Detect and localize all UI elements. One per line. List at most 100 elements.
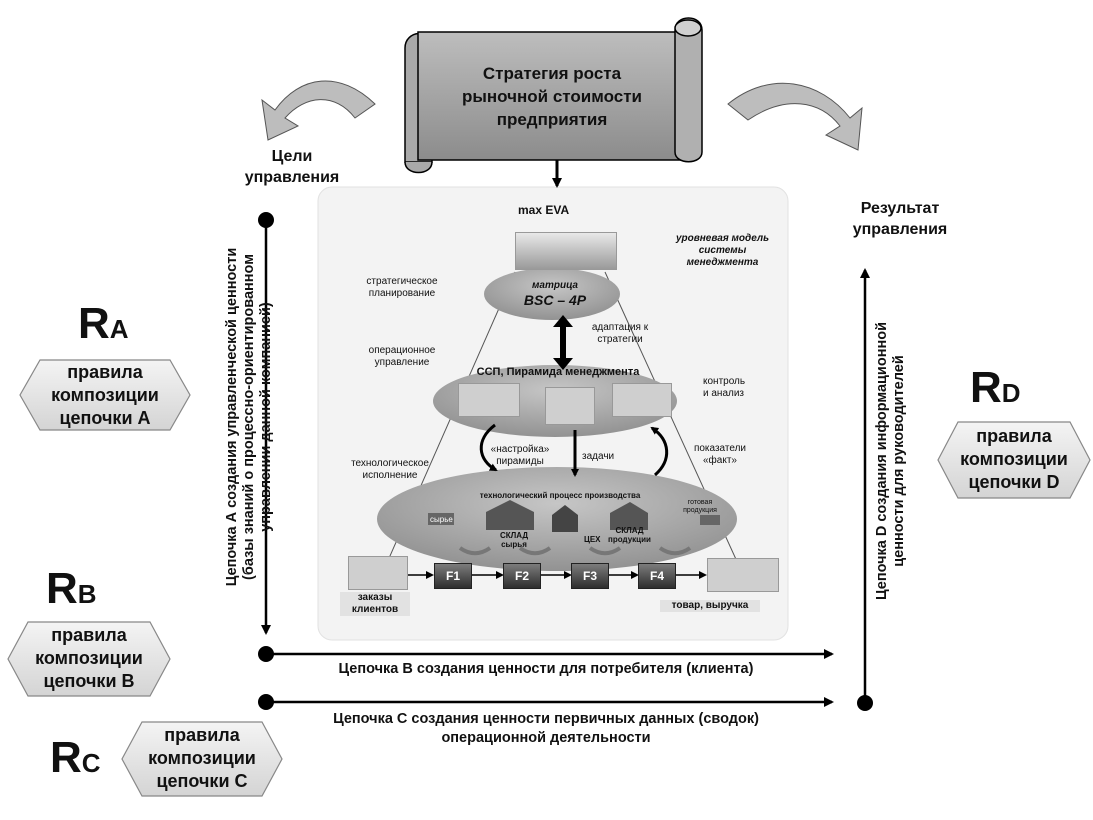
indicators-label: показатели «факт»	[680, 443, 760, 467]
rule-c-line-3: цепочки С	[156, 771, 248, 791]
rule-a-label: RA	[78, 302, 129, 351]
operational-line-2: управление	[374, 357, 430, 368]
control-line-1: контроль	[703, 376, 746, 387]
executives-photo	[515, 232, 617, 270]
rule-c-text: правила композиции цепочки С	[127, 724, 277, 793]
ssp-photo-3	[612, 383, 672, 417]
control-line-2: и анализ	[703, 388, 745, 399]
model-note-line-2: системы	[698, 245, 747, 256]
strategy-scroll-shape	[404, 17, 703, 174]
rule-d-label: RD	[970, 366, 1021, 415]
orders-label: заказы клиентов	[340, 592, 410, 616]
rule-b-line-1: правила	[51, 625, 127, 645]
warehouse-raw-line-2: сырья	[501, 540, 527, 549]
hexagon-d	[937, 421, 1091, 499]
f3-box: F3	[571, 563, 609, 589]
chain-c-line-2: операционной деятельности	[441, 730, 651, 746]
tasks-label: задачи	[582, 451, 615, 462]
rule-a-line-2: композиции	[51, 385, 159, 405]
ssp-photo-2	[545, 387, 595, 425]
operational-line-1: операционное	[368, 345, 436, 356]
matrix-line-2: BSC – 4P	[523, 292, 587, 308]
finished-label: готовая продукция	[680, 499, 720, 515]
goals-line-1: Цели	[271, 148, 313, 165]
strategy-title: Стратегия роста рыночной стоимости предп…	[432, 62, 672, 131]
f4-box: F4	[638, 563, 676, 589]
rule-d-sub: D	[1001, 378, 1021, 408]
strategy-line-1: Стратегия роста	[482, 64, 622, 83]
rule-a-sub: A	[109, 314, 129, 344]
chain-d-line-2: ценности для руководителей	[891, 355, 907, 567]
rule-b-sub: B	[77, 579, 97, 609]
strategic-line-1: стратегическое	[366, 276, 438, 287]
indicators-line-2: «факт»	[703, 455, 737, 466]
model-note: уровневая модель системы менеджмента	[660, 233, 785, 269]
chain-a-line-3: управлении данной компанией)	[258, 302, 274, 532]
goods-label: товар, выручка	[660, 600, 760, 612]
hexagon-b	[7, 621, 171, 697]
tuning-line-2: пирамиды	[496, 456, 544, 467]
rule-b-line-2: композиции	[35, 648, 143, 668]
hexagon-a	[19, 359, 191, 431]
rule-a-line-1: правила	[67, 362, 143, 382]
model-note-line-3: менеджмента	[686, 257, 759, 268]
goals-line-2: управления	[244, 169, 340, 186]
technological-line-2: исполнение	[362, 470, 418, 481]
strategy-line-2: рыночной стоимости	[462, 87, 642, 106]
rule-c-sub: C	[81, 748, 101, 778]
chain-a-line-1: Цепочка А создания управленческой ценнос…	[224, 247, 240, 587]
goals-curved-arrow	[261, 80, 376, 141]
chain-b-label: Цепочка В создания ценности для потребит…	[338, 661, 754, 677]
rule-a-letter: R	[78, 299, 110, 348]
model-note-line-1: уровневая модель	[675, 233, 770, 244]
rule-d-line-1: правила	[976, 426, 1052, 446]
orders-line-2: клиентов	[351, 604, 399, 615]
rule-c-line-2: композиции	[148, 748, 256, 768]
goods-photo	[707, 558, 779, 592]
rule-b-text: правила композиции цепочки В	[14, 624, 164, 693]
warehouse-prod-line-2: продукции	[608, 535, 651, 544]
shop-label: ЦЕХ	[584, 535, 601, 544]
rule-c-line-1: правила	[164, 725, 240, 745]
tech-process-label: технологический процесс производства	[479, 491, 641, 500]
warehouse-prod-label: СКЛАД продукции	[607, 526, 652, 544]
result-label: Результат управления	[840, 198, 960, 240]
matrix-line-1: матрица	[532, 280, 578, 291]
orders-line-1: заказы	[357, 592, 393, 603]
rule-a-text: правила композиции цепочки А	[30, 361, 180, 430]
tuning-label: «настройка» пирамиды	[480, 444, 560, 468]
strategic-line-2: планирование	[368, 288, 436, 299]
result-curved-arrow	[727, 82, 863, 151]
adaptation-label: адаптация к стратегии	[575, 322, 665, 346]
control-label: контроль и анализ	[703, 376, 773, 400]
warehouse-prod-line-1: СКЛАД	[615, 526, 644, 535]
chain-d-label: Цепочка D создания информационной ценнос…	[874, 271, 910, 651]
f2-box: F2	[503, 563, 541, 589]
technological-line-1: технологическое	[351, 458, 429, 469]
adaptation-line-2: стратегии	[597, 334, 643, 345]
tuning-line-1: «настройка»	[490, 444, 550, 455]
raw-label: сырье	[430, 515, 453, 524]
rule-d-line-2: композиции	[960, 449, 1068, 469]
hexagon-c	[121, 721, 283, 797]
warehouse-raw-line-1: СКЛАД	[499, 531, 529, 540]
chain-a-line-2: (базы знаний о процессно-ориентированном	[241, 254, 257, 580]
warehouse-raw-label: СКЛАД сырья	[494, 531, 534, 549]
clients-photo	[348, 556, 408, 590]
chain-d-line-1: Цепочка D создания информационной	[874, 322, 890, 600]
technological-label: технологическое исполнение	[340, 458, 440, 482]
rule-d-text: правила композиции цепочки D	[939, 425, 1089, 494]
rule-c-label: RC	[50, 736, 101, 785]
rule-b-line-3: цепочки В	[43, 671, 135, 691]
rule-c-letter: R	[50, 733, 82, 782]
finished-line-1: готовая	[687, 499, 713, 506]
chain-c-label: Цепочка С создания ценности первичных да…	[276, 710, 816, 748]
chain-c-line-1: Цепочка С создания ценности первичных да…	[333, 711, 759, 727]
rule-a-line-3: цепочки А	[59, 408, 151, 428]
strategy-line-3: предприятия	[496, 110, 608, 129]
ssp-label: ССП, Пирамида менеджмента	[476, 366, 640, 378]
strategic-label: стратегическое планирование	[352, 276, 452, 300]
result-line-2: управления	[852, 221, 948, 238]
max-eva-label: max EVA	[518, 203, 570, 217]
goals-label: Цели управления	[232, 146, 352, 188]
